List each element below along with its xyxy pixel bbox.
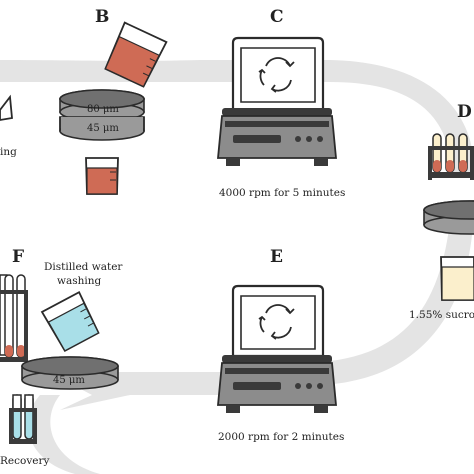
sieve-icon xyxy=(21,356,119,390)
step-e-label: E xyxy=(270,247,283,267)
rotation-icon xyxy=(258,304,295,340)
centrifuge-icon xyxy=(217,36,337,166)
test-tube-rack-icon xyxy=(428,133,474,180)
step-a: ing xyxy=(0,94,17,158)
pouring-beaker-icon xyxy=(104,21,168,88)
step-d-label: D xyxy=(457,102,472,122)
step-f: F Distilled water washing xyxy=(0,247,123,467)
step-b: B 80 μm 45 μm xyxy=(59,7,168,195)
test-tube-rack-icon xyxy=(0,274,28,362)
recovery-tubes-icon xyxy=(9,394,37,444)
centrifuge-icon xyxy=(217,284,337,413)
rotation-icon xyxy=(258,57,295,93)
wash-beaker-icon xyxy=(40,291,100,352)
step-d-caption: 1.55% sucros xyxy=(409,309,474,321)
step-e-caption: 2000 rpm for 2 minutes xyxy=(218,431,344,443)
step-c-label: C xyxy=(270,7,284,27)
step-f-label: F xyxy=(12,247,24,267)
sieve-top-mesh-label: 80 μm xyxy=(87,104,119,115)
washing-caption-line1: Distilled water xyxy=(44,261,123,273)
beaker-icon xyxy=(0,94,13,121)
sieve-stack-icon xyxy=(59,89,145,141)
sieve-mesh-label: 45 μm xyxy=(53,375,85,386)
sieve-icon xyxy=(423,200,474,235)
washing-caption-line2: washing xyxy=(57,275,102,287)
beaker-icon xyxy=(85,157,119,195)
step-c-caption: 4000 rpm for 5 minutes xyxy=(219,187,345,199)
step-e: E 2000 rpm for 2 minutes xyxy=(217,247,344,443)
step-c: C 4000 rpm for 5 min xyxy=(217,7,345,199)
step-a-caption: ing xyxy=(0,146,17,158)
step-b-label: B xyxy=(95,7,109,27)
recovery-caption: Recovery xyxy=(0,455,49,467)
sucrose-beaker-icon xyxy=(440,256,474,301)
sieve-bottom-mesh-label: 45 μm xyxy=(87,123,119,134)
step-d: D 1.55% sucros xyxy=(409,102,474,321)
